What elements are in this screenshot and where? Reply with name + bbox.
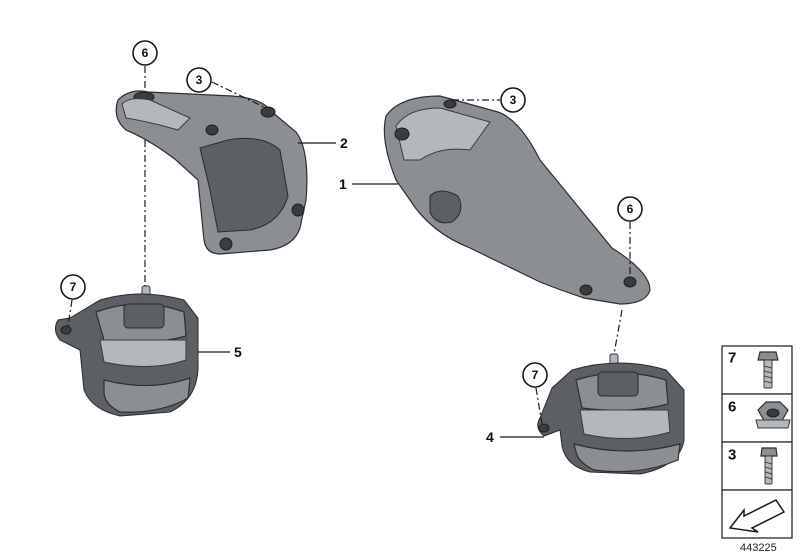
reference-1: 1 xyxy=(339,176,347,192)
bracket-left xyxy=(115,90,308,255)
callout-6-left: 6 xyxy=(132,40,158,66)
reference-5: 5 xyxy=(234,344,242,360)
fastener-legend: 7 6 3 xyxy=(721,345,793,539)
svg-text:7: 7 xyxy=(70,280,77,294)
svg-text:3: 3 xyxy=(510,93,517,107)
dash-line-c3-left xyxy=(211,81,267,109)
engine-mount-right xyxy=(537,353,685,475)
screw-icon xyxy=(760,447,778,485)
nut-icon xyxy=(755,401,791,429)
dash-line-c7-right xyxy=(535,387,543,425)
legend-cell-7 xyxy=(721,345,793,395)
legend-number-7: 7 xyxy=(728,350,736,367)
engine-mount-left xyxy=(54,285,199,417)
bracket-right xyxy=(383,95,651,305)
svg-text:6: 6 xyxy=(142,46,149,60)
reference-4: 4 xyxy=(486,429,494,445)
svg-text:7: 7 xyxy=(532,368,539,382)
legend-number-6: 6 xyxy=(728,399,736,416)
svg-text:6: 6 xyxy=(627,202,634,216)
callout-7-left: 7 xyxy=(60,274,86,300)
reference-2: 2 xyxy=(340,135,348,151)
legend-number-3: 3 xyxy=(728,447,736,464)
arrow-icon xyxy=(728,499,786,533)
svg-text:3: 3 xyxy=(196,73,203,87)
dash-line-c7-left xyxy=(67,299,73,327)
bolt-icon xyxy=(757,351,779,389)
diagram-id: 443225 xyxy=(740,542,777,554)
callout-6-right: 6 xyxy=(617,196,643,222)
dash-line-right-vertical xyxy=(613,309,623,355)
callout-3-right: 3 xyxy=(500,87,526,113)
legend-cell-3 xyxy=(721,441,793,491)
callout-7-right: 7 xyxy=(522,362,548,388)
callout-3-left: 3 xyxy=(186,67,212,93)
